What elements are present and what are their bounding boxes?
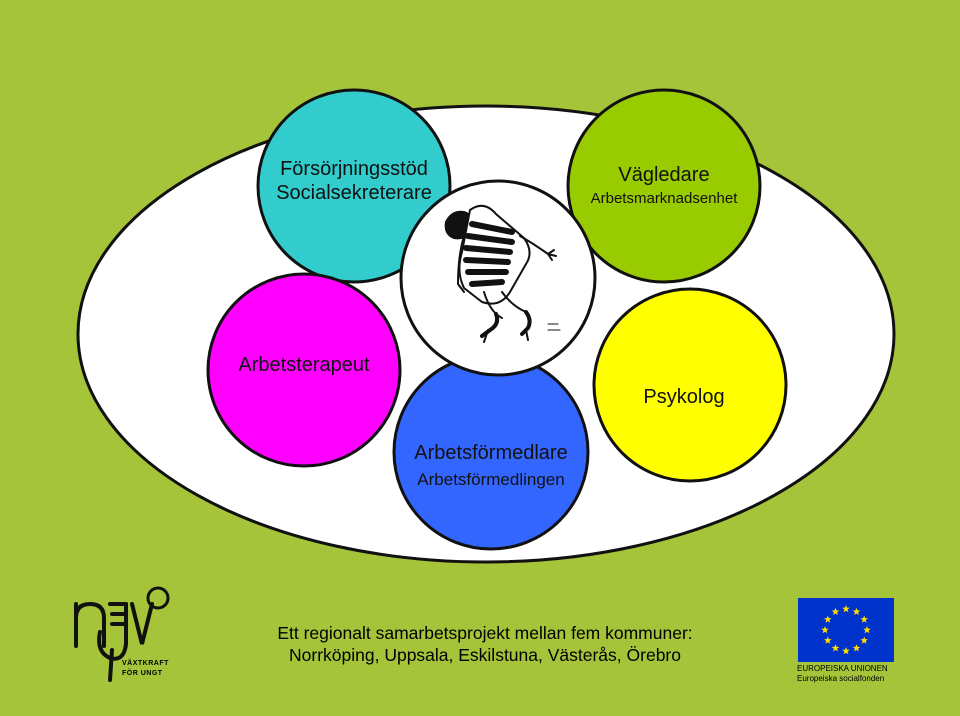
eu-star-icon <box>860 615 868 623</box>
circle-psykolog <box>592 287 788 483</box>
logo-sub1: VÄXTKRAFT <box>122 660 169 667</box>
eu-star-icon <box>824 615 832 623</box>
eu-star-icon <box>831 644 840 652</box>
eu-star-icon <box>863 626 871 634</box>
circle-vagledare <box>566 88 762 284</box>
eu-star-icon <box>824 636 832 644</box>
node-forsorjning-subtitle: Socialsekreterare <box>276 182 432 204</box>
person-sketch-icon <box>444 204 561 343</box>
circle-forsorjning <box>256 88 452 284</box>
eu-caption1: EUROPEISKA UNIONEN <box>797 664 888 673</box>
footer-line2: Norrköping, Uppsala, Eskilstuna, Västerå… <box>289 645 681 665</box>
eu-star-icon <box>831 607 840 615</box>
node-forsorjning-title: Försörjningsstöd <box>280 158 428 180</box>
eu-star-icon <box>842 647 850 655</box>
eu-star-icon <box>821 626 829 634</box>
node-arbetsterapeut-title: Arbetsterapeut <box>238 354 370 376</box>
footer-text: Ett regionalt samarbetsprojekt mellan fe… <box>200 622 770 666</box>
node-psykolog-title: Psykolog <box>643 386 725 408</box>
eu-star-icon <box>860 636 868 644</box>
node-arbetsformedlare-title: Arbetsförmedlare <box>414 442 568 464</box>
node-vagledare-subtitle: Arbetsmarknadsenhet <box>590 190 738 207</box>
nevo-logo-icon <box>74 586 170 682</box>
eu-star-icon <box>842 605 850 613</box>
circle-arbetsterapeut <box>206 272 402 468</box>
eu-flag-icon <box>798 598 894 662</box>
footer-line1: Ett regionalt samarbetsprojekt mellan fe… <box>277 623 693 643</box>
eu-star-icon <box>852 607 861 615</box>
logo-sub2: FÖR UNGT <box>122 670 163 677</box>
node-arbetsformedlare-subtitle: Arbetsförmedlingen <box>417 470 565 489</box>
eu-caption2: Europeiska socialfonden <box>797 674 885 683</box>
eu-star-icon <box>852 644 861 652</box>
node-vagledare-title: Vägledare <box>618 164 710 186</box>
